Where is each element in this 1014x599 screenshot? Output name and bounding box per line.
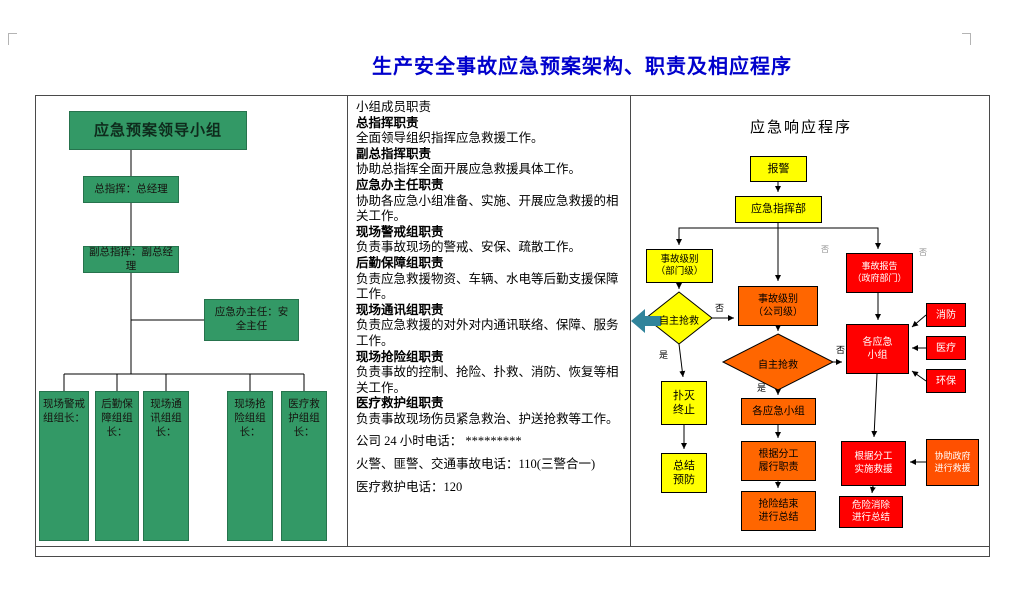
flow-node-environment-team: 环保 <box>926 369 966 393</box>
self-rescue-diamond-company <box>721 333 835 391</box>
duties-intro: 小组成员职责 <box>356 100 432 114</box>
flowchart-panel: 应急响应程序 <box>631 96 989 546</box>
flow-node-assist-government: 协助政府 进行救援 <box>926 439 979 486</box>
content-frame: 应急预案领导小组 总指挥：总经理 副总指挥：副总经理 应急办主任：安全主任 现场… <box>35 95 990 557</box>
duty-body: 协助各应急小组准备、实施、开展应急救援的相关工作。 <box>356 193 619 224</box>
flow-connector-lines <box>631 182 927 494</box>
duty-heading: 现场警戒组职责 <box>356 224 444 239</box>
left-block-arrow-icon <box>631 309 661 333</box>
decision-label-yes-company: 是 <box>757 383 767 393</box>
duty-heading: 副总指挥职责 <box>356 146 432 161</box>
org-header: 应急预案领导小组 <box>69 111 247 150</box>
decision-label-no-branch-left: 否 <box>821 245 829 254</box>
duty-heading: 医疗救护组职责 <box>356 396 444 411</box>
flow-node-extinguish-end: 扑灭 终止 <box>661 381 707 425</box>
decision-label-no-branch-right: 否 <box>919 248 927 257</box>
flow-node-level-company: 事故级别 （公司级） <box>738 286 818 326</box>
flow-node-government-teams: 各应急 小组 <box>846 324 909 374</box>
flow-node-self-rescue-dept: 自主抢救 <box>659 316 699 327</box>
duty-body: 协助总指挥全面开展应急救援具体工作。 <box>356 162 582 177</box>
phone-medical: 医疗救护电话：120 <box>356 479 463 494</box>
decision-label-no-company: 否 <box>836 345 846 355</box>
flow-node-fire-brigade: 消防 <box>926 303 966 327</box>
duty-body: 负责事故现场的警戒、安保、疏散工作。 <box>356 240 582 255</box>
phone-company: 公司 24 小时电话： ********* <box>356 434 522 449</box>
org-box-team-guard: 现场警戒组组长： <box>39 391 89 541</box>
page-margin-mark-top-left <box>8 33 17 45</box>
bottom-strip <box>36 546 989 557</box>
org-box-team-communication: 现场通讯组组长： <box>143 391 189 541</box>
duty-heading: 现场通讯组职责 <box>356 302 444 317</box>
duty-body: 负责事故的控制、抢险、扑救、消防、恢复等相关工作。 <box>356 365 619 395</box>
org-box-team-rescue: 现场抢险组组长： <box>227 391 273 541</box>
flow-node-company-teams: 各应急小组 <box>741 398 816 425</box>
duty-body: 负责事故现场伤员紧急救治、护送抢救等工作。 <box>356 411 619 426</box>
duty-heading: 现场抢险组职责 <box>356 349 444 364</box>
org-chart-panel: 应急预案领导小组 总指挥：总经理 副总指挥：副总经理 应急办主任：安全主任 现场… <box>36 96 348 546</box>
flow-node-self-rescue-company: 自主抢救 <box>758 360 798 371</box>
flow-node-report-government: 事故报告 （政府部门） <box>846 253 913 293</box>
duty-body: 负责应急救援的对外对内通讯联络、保障、服务工作。 <box>356 318 619 348</box>
flow-node-rescue-end-summary: 抢险结束 进行总结 <box>741 491 816 531</box>
duty-heading: 后勤保障组职责 <box>356 255 444 270</box>
page-margin-mark-top-right <box>962 33 971 45</box>
org-box-deputy: 副总指挥：副总经理 <box>83 246 179 273</box>
flow-node-danger-cleared-summary: 危险消除 进行总结 <box>839 496 903 528</box>
flow-node-level-department: 事故级别 （部门级） <box>646 249 713 283</box>
self-rescue-diamond-dept <box>645 291 713 345</box>
flow-node-medical-team: 医疗 <box>926 336 966 360</box>
decision-label-yes-dept: 是 <box>659 350 669 360</box>
decision-label-no-dept: 否 <box>715 303 725 313</box>
org-box-team-medical: 医疗救护组组长： <box>281 391 327 541</box>
org-connector-lines <box>63 150 305 391</box>
flow-node-summary-prevention: 总结 预防 <box>661 453 707 493</box>
flow-node-government-rescue: 根据分工 实施救援 <box>841 441 906 486</box>
flow-node-command-center: 应急指挥部 <box>735 196 822 223</box>
duty-body: 负责应急救援物资、车辆、水电等后勤支援保障工作。 <box>356 271 619 302</box>
org-box-office: 应急办主任：安全主任 <box>204 299 299 341</box>
duty-heading: 应急办主任职责 <box>356 177 444 192</box>
flow-node-alarm: 报警 <box>750 156 807 182</box>
org-box-team-logistics: 后勤保障组组长： <box>95 391 139 541</box>
document-title: 生产安全事故应急预案架构、职责及相应程序 <box>372 56 792 78</box>
org-box-commander: 总指挥：总经理 <box>83 176 179 203</box>
duty-body: 全面领导组织指挥应急救援工作。 <box>356 131 544 146</box>
duty-heading: 总指挥职责 <box>356 115 419 130</box>
phone-emergency: 火警、匪警、交通事故电话：110(三警合一) <box>356 457 596 472</box>
flow-node-duty-division: 根据分工 履行职责 <box>741 441 816 481</box>
flowchart-title: 应急响应程序 <box>749 120 852 136</box>
duties-panel: 小组成员职责 总指挥职责 全面领导组织指挥应急救援工作。 副总指挥职责 协助总指… <box>348 96 631 546</box>
